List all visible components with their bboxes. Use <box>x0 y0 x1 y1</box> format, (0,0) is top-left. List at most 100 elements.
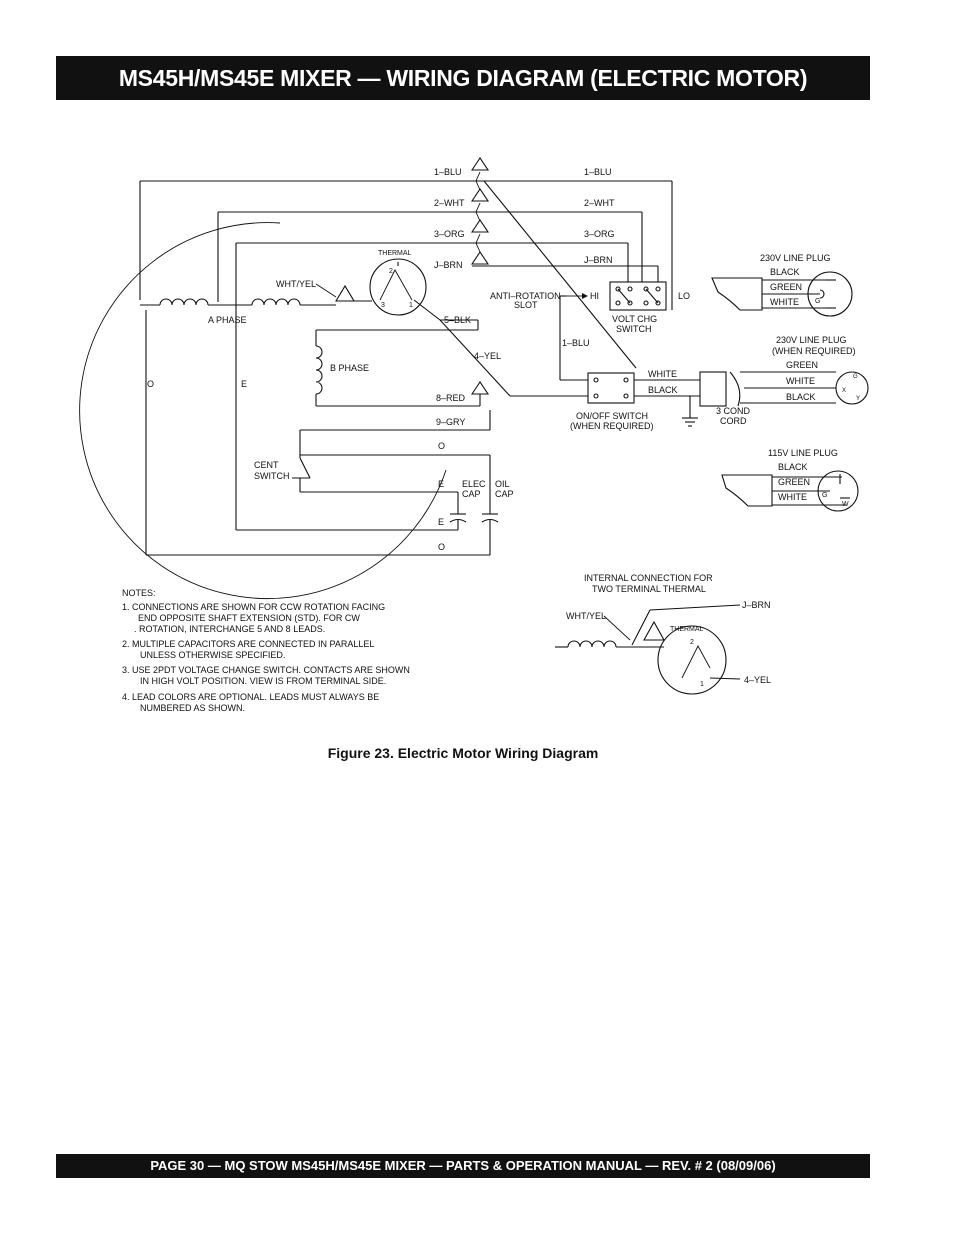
o-label-left: O <box>147 379 154 389</box>
lead-label-right-3org: 3–ORG <box>584 229 615 239</box>
figure-caption: Figure 23. Electric Motor Wiring Diagram <box>327 745 599 761</box>
plug-115v-title: 115V LINE PLUG <box>768 448 838 458</box>
plug-230v-wire-green: GREEN <box>770 282 802 292</box>
b-phase-label: B PHASE <box>330 363 369 373</box>
internal-jbrn: J–BRN <box>742 600 771 610</box>
e-label-low: E <box>438 517 444 527</box>
note-1b: END OPPOSITE SHAFT EXTENSION (STD). FOR … <box>138 613 360 623</box>
plug-230v-b-title-1: 230V LINE PLUG <box>776 335 847 345</box>
elec-cap-label-2: CAP <box>462 489 481 499</box>
oil-cap-label-1: OIL <box>495 479 510 489</box>
lead-label-1blu: 1–BLU <box>434 167 462 177</box>
plug-115v-face <box>817 470 859 512</box>
a-phase-label: A PHASE <box>208 315 247 325</box>
elec-cap-label-1: ELEC <box>462 479 486 489</box>
plug-230v-b-wire-white: WHITE <box>786 376 815 386</box>
e-label-left: E <box>241 379 247 389</box>
plug-230v-b-wire-green: GREEN <box>786 360 818 370</box>
note-2a: 2. MULTIPLE CAPACITORS ARE CONNECTED IN … <box>122 639 374 649</box>
page-footer: PAGE 30 — MQ STOW MS45H/MS45E MIXER — PA… <box>56 1154 870 1178</box>
plug-230v-face <box>807 271 853 317</box>
internal-4yel: 4–YEL <box>744 675 771 685</box>
cond-cord-label-1: 3 COND <box>716 406 751 416</box>
lead-label-9gry: 9–GRY <box>436 417 465 427</box>
e-label-mid: E <box>438 479 444 489</box>
note-1a: 1. CONNECTIONS ARE SHOWN FOR CCW ROTATIO… <box>122 602 385 612</box>
lead-label-right-1blu-b: 1–BLU <box>562 338 590 348</box>
plug-230v-body <box>711 277 763 311</box>
notes-title: NOTES: <box>122 588 156 598</box>
lead-label-5blk: 5–BLK <box>444 315 471 325</box>
plug-230v-b-y: Y <box>856 396 860 402</box>
white-wire-label: WHITE <box>648 369 677 379</box>
thermal-terminal-2: 2 <box>389 268 393 275</box>
internal-title-2: TWO TERMINAL THERMAL <box>592 584 706 594</box>
volt-change-switch <box>609 281 667 311</box>
volt-chg-label-2: SWITCH <box>616 324 652 334</box>
internal-thermal-label: THERMAL <box>670 626 704 633</box>
terminal-triangle-3 <box>470 219 490 233</box>
lead-label-3org: 3–ORG <box>434 229 465 239</box>
note-3a: 3. USE 2PDT VOLTAGE CHANGE SWITCH. CONTA… <box>122 665 410 675</box>
plug-230v-b-title-2: (WHEN REQUIRED) <box>772 346 856 356</box>
black-wire-label: BLACK <box>648 385 678 395</box>
internal-terminal-1: 1 <box>700 681 704 688</box>
lead-label-right-jbrn: J–BRN <box>584 255 613 265</box>
terminal-triangle-8 <box>470 381 490 395</box>
plug-230v-b-wire-black: BLACK <box>786 392 816 402</box>
plug-230v-wire-white: WHITE <box>770 297 799 307</box>
plug-230v-b-x: X <box>842 388 846 394</box>
volt-chg-label-1: VOLT CHG <box>612 314 657 324</box>
note-1c: . ROTATION, INTERCHANGE 5 AND 8 LEADS. <box>134 624 325 634</box>
lead-label-8red: 8–RED <box>436 393 466 403</box>
plug-115v-g: G <box>822 492 827 499</box>
plug-115v-body <box>721 474 773 507</box>
note-4b: NUMBERED AS SHOWN. <box>140 703 245 713</box>
thermal-terminal-3: 3 <box>381 302 385 309</box>
lead-label-jbrn: J–BRN <box>434 260 463 270</box>
terminal-triangle-j <box>470 251 490 265</box>
lead-label-right-1blu: 1–BLU <box>584 167 612 177</box>
wht-yel-label: WHT/YEL <box>276 279 316 289</box>
internal-title-1: INTERNAL CONNECTION FOR <box>584 573 713 583</box>
lead-label-4yel: 4–YEL <box>474 351 501 361</box>
note-4a: 4. LEAD COLORS ARE OPTIONAL. LEADS MUST … <box>122 692 379 702</box>
terminal-triangle-1 <box>470 157 490 171</box>
plug-115v-wire-white: WHITE <box>778 492 807 502</box>
plug-230v-when-required-face <box>835 371 869 405</box>
internal-terminal-2: 2 <box>690 639 694 646</box>
onoff-label-2: (WHEN REQUIRED) <box>570 421 654 431</box>
internal-wht-yel: WHT/YEL <box>566 611 606 621</box>
lead-label-right-2wht: 2–WHT <box>584 198 615 208</box>
hi-label: HI <box>590 291 599 301</box>
anti-rotation-label-2: SLOT <box>514 300 538 310</box>
internal-thermal-circle <box>657 625 727 695</box>
cent-switch-label-1: CENT <box>254 460 279 470</box>
plug-115v-w: W <box>842 501 849 508</box>
note-2b: UNLESS OTHERWISE SPECIFIED. <box>140 650 285 660</box>
plug-230v-title: 230V LINE PLUG <box>760 253 831 263</box>
o-label-mid: O <box>438 441 445 451</box>
anti-rotation-label-1: ANTI–ROTATION <box>490 291 561 301</box>
note-3b: IN HIGH VOLT POSITION. VIEW IS FROM TERM… <box>140 676 386 686</box>
plug-230v-wire-black: BLACK <box>770 267 800 277</box>
plug-115v-wire-black: BLACK <box>778 462 808 472</box>
plug-115v-wire-green: GREEN <box>778 477 810 487</box>
onoff-label-1: ON/OFF SWITCH <box>576 411 648 421</box>
thermal-protector <box>369 258 427 316</box>
lo-label: LO <box>678 291 690 301</box>
plug-230v-g: G <box>815 298 820 305</box>
oil-cap-label-2: CAP <box>495 489 514 499</box>
cond-cord-label-2: CORD <box>720 416 747 426</box>
o-label-low: O <box>438 542 445 552</box>
terminal-triangle-wy <box>335 284 355 302</box>
cent-switch-label-2: SWITCH <box>254 471 290 481</box>
page-title: MS45H/MS45E MIXER — WIRING DIAGRAM (ELEC… <box>56 56 870 100</box>
plug-230v-b-g: G <box>853 374 858 380</box>
terminal-triangle-2 <box>470 188 490 202</box>
thermal-terminal-1: 1 <box>409 302 413 309</box>
thermal-label: THERMAL <box>378 250 412 257</box>
motor-outline <box>79 222 447 600</box>
lead-label-2wht: 2–WHT <box>434 198 465 208</box>
